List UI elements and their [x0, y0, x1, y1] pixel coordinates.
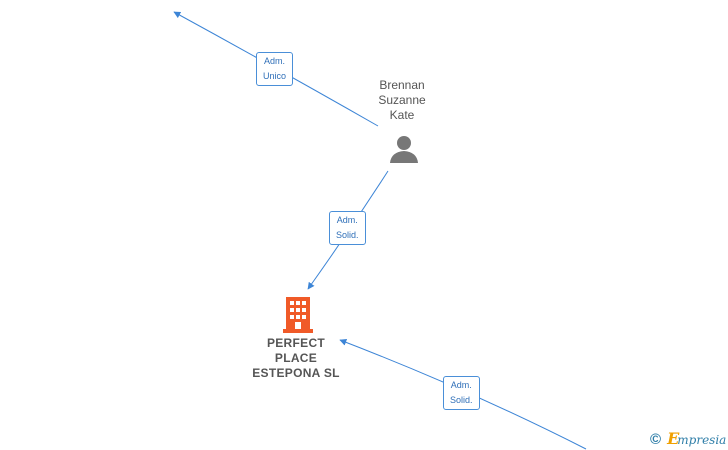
copyright-brand: © Empresia — [650, 429, 726, 449]
top-company-building-icon[interactable] — [126, 0, 160, 13]
edge-label-line-2: Unico — [263, 71, 287, 81]
edge-label-line-1: Adm. — [450, 380, 472, 390]
person-icon[interactable] — [389, 135, 419, 168]
perfect-place-name[interactable]: PERFECT PLACE ESTEPONA SL — [236, 336, 356, 381]
brand-initial: E — [667, 429, 680, 448]
edge-label-line-1: Adm. — [336, 215, 358, 225]
person-name-line-1: Brennan — [379, 78, 425, 92]
edge-label-adm-unico: Adm. Unico — [256, 52, 294, 86]
person-name-line-2: Suzanne — [378, 93, 426, 107]
company-name-line-3: ESTEPONA SL — [252, 366, 340, 380]
brand-name: mpresia — [677, 433, 727, 447]
person-name-line-3: Kate — [389, 108, 415, 122]
person-name[interactable]: Brennan Suzanne Kate — [362, 78, 442, 123]
copyright-icon: © — [650, 430, 662, 448]
company-name-line-1: PERFECT — [266, 336, 326, 350]
perfect-place-building-icon[interactable] — [283, 297, 313, 338]
company-name-line-2: PLACE — [274, 351, 318, 365]
edge-label-line-2: Solid. — [336, 230, 359, 240]
brand-logo: Empresia — [665, 429, 726, 449]
edge-label-line-2: Solid. — [450, 395, 473, 405]
edge-label-line-1: Adm. — [264, 56, 286, 66]
edge-label-adm-solid-bottom: Adm. Solid. — [443, 376, 480, 410]
edge-label-adm-solid-person: Adm. Solid. — [329, 211, 366, 245]
